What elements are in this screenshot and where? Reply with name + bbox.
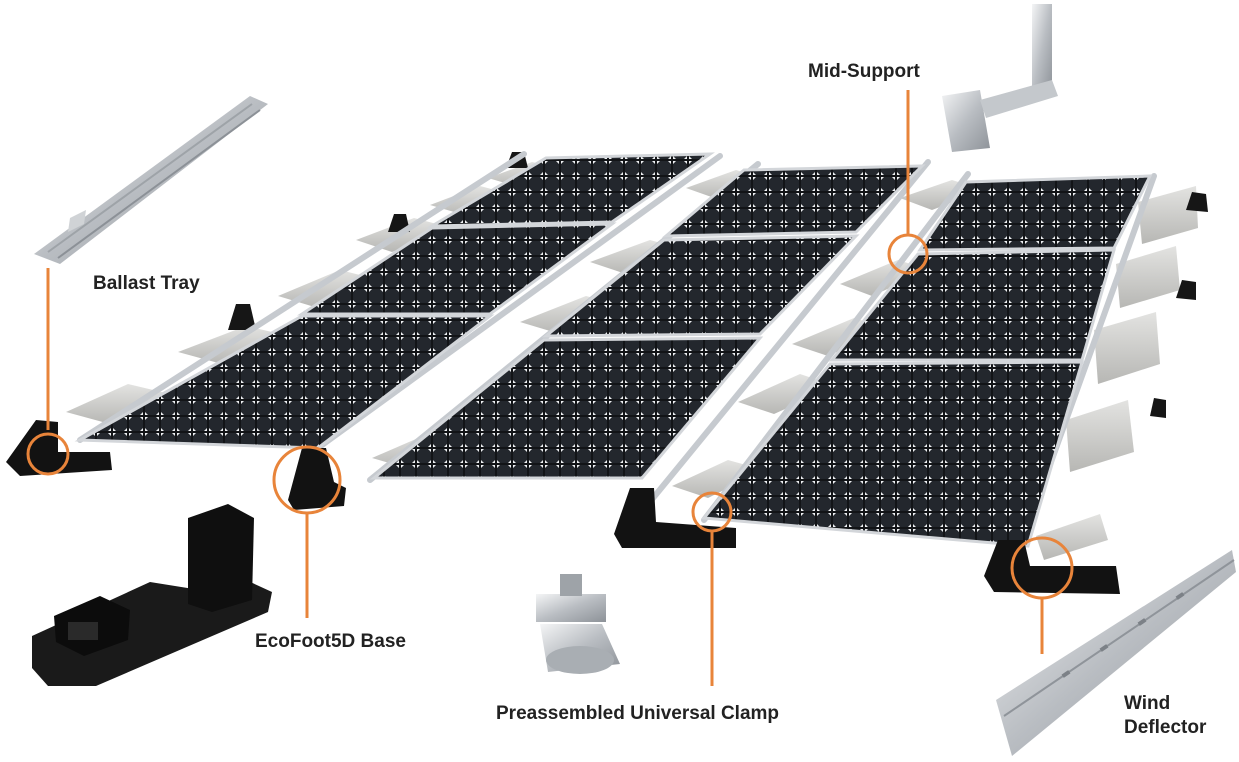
- solar-panel: [701, 360, 1085, 548]
- rail: [315, 153, 723, 451]
- ballast-tray-marker: [26, 432, 70, 476]
- ballast-block: [1116, 246, 1180, 308]
- ballast-block: [178, 326, 290, 364]
- solar-panels: [74, 152, 1153, 548]
- universal-clamp-marker: [691, 491, 733, 533]
- ballast-block: [1066, 400, 1134, 472]
- ecofoot-base: [288, 448, 346, 510]
- solar-panel: [74, 314, 495, 450]
- mid-support-product: [942, 4, 1058, 152]
- universal-clamp-product: [536, 574, 620, 674]
- ballast-tray-label: Ballast Tray: [93, 272, 200, 296]
- solar-panel: [369, 336, 764, 480]
- ecofoot5d-base-label: EcoFoot5D Base: [255, 630, 406, 654]
- solar-panel: [297, 222, 617, 316]
- solar-panel: [917, 174, 1153, 252]
- wind-deflector-label-line1: Wind: [1124, 693, 1171, 714]
- ecofoot5d-base-label-text: EcoFoot5D Base: [255, 631, 406, 652]
- universal-clamp-label-text: Preassembled Universal Clamp: [496, 703, 780, 724]
- ecofoot5d-base-product: [32, 504, 272, 686]
- mid-support-label: Mid-Support: [808, 60, 920, 84]
- ecofoot-base: [614, 488, 736, 548]
- ballast-block: [1036, 514, 1108, 560]
- ballast-block: [66, 384, 170, 424]
- wind-deflector-product: [996, 550, 1236, 756]
- mid-support-marker: [887, 233, 929, 275]
- ballast-block: [1138, 186, 1198, 244]
- ballast-tray-product: [34, 96, 268, 264]
- preassembled-universal-clamp-label: Preassembled Universal Clamp: [496, 702, 779, 726]
- solar-panel: [541, 234, 860, 338]
- ballast-block: [1094, 312, 1160, 384]
- wind-deflector-label: Wind Deflector: [1124, 692, 1206, 740]
- solar-panel: [661, 164, 926, 238]
- callout-markers: [26, 90, 1074, 686]
- ecofoot-base: [6, 420, 112, 476]
- solar-panel: [426, 152, 715, 228]
- rail: [77, 151, 527, 443]
- rail: [637, 159, 931, 517]
- ballast-tray-label-text: Ballast Tray: [93, 273, 200, 294]
- mid-support-label-text: Mid-Support: [808, 61, 920, 82]
- ecofoot-base: [984, 540, 1120, 594]
- wind-deflector-marker: [1010, 536, 1074, 600]
- ecofoot5d-base-marker: [272, 445, 342, 515]
- solar-panel: [828, 248, 1117, 362]
- wind-deflector-label-line2: Deflector: [1124, 717, 1207, 738]
- front-bases: [6, 420, 1120, 594]
